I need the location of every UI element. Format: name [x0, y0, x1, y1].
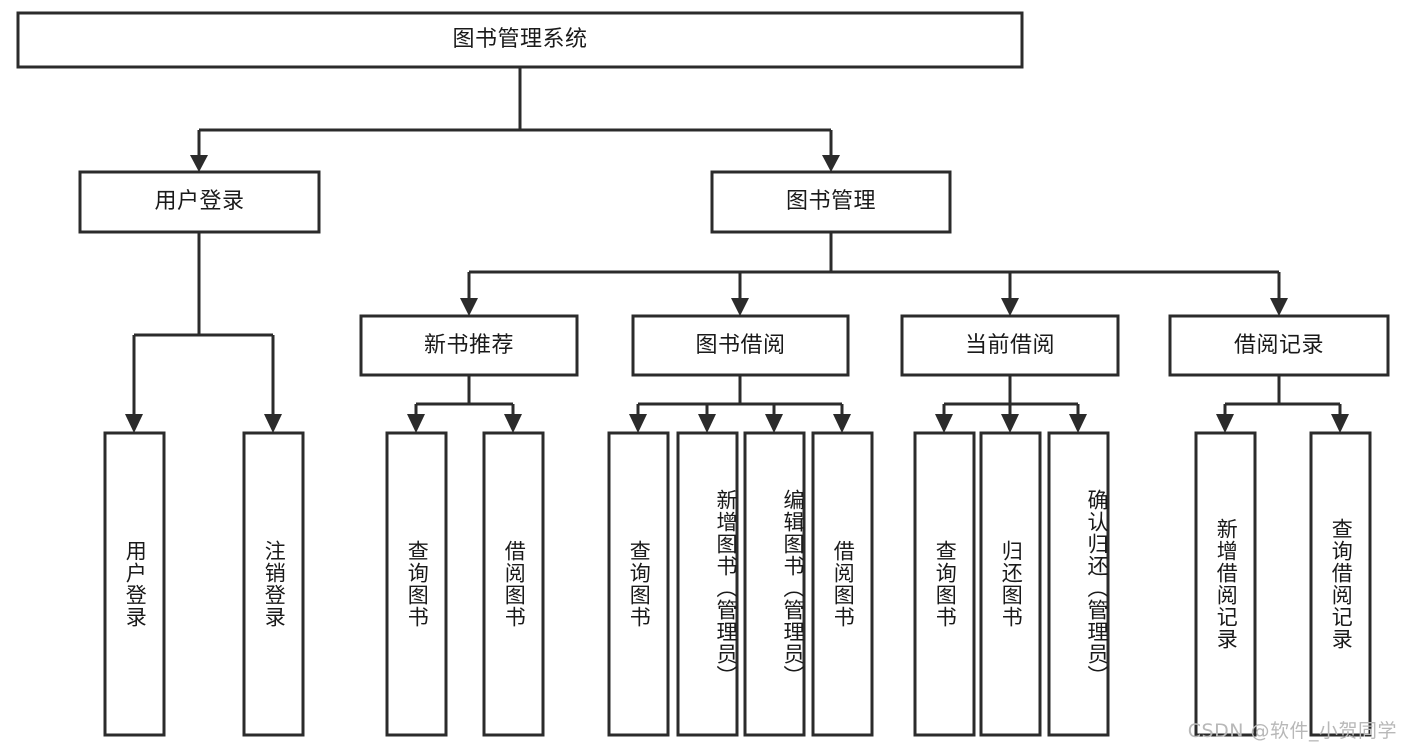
arrowhead-leaf-query-book-1 — [407, 414, 425, 433]
arrowhead-user-login — [190, 155, 208, 172]
node-box-leaf-edit-book[interactable] — [743, 431, 806, 737]
arrowhead-leaf-borrow-book-1 — [504, 414, 522, 433]
arrowhead-new-book-recommend — [460, 298, 478, 316]
node-box-leaf-query-book-2[interactable] — [607, 431, 670, 737]
arrowhead-current-borrow — [1001, 298, 1019, 316]
arrowhead-leaf-logout-login — [264, 414, 282, 433]
node-box-leaf-borrow-book-1[interactable] — [482, 431, 545, 737]
node-box-leaf-query-book-3[interactable] — [913, 431, 976, 737]
arrowhead-leaf-borrow-book-2 — [833, 414, 851, 433]
arrowhead-borrow-record — [1270, 298, 1288, 316]
node-box-book-borrow[interactable] — [631, 314, 850, 377]
arrowhead-leaf-add-borrow-record — [1216, 414, 1234, 433]
node-box-leaf-user-login[interactable] — [103, 431, 166, 737]
node-box-user-login[interactable] — [78, 170, 321, 234]
arrowhead-leaf-add-book — [698, 414, 716, 433]
arrowhead-leaf-query-book-3 — [935, 414, 953, 433]
arrowhead-book-manage — [822, 155, 840, 172]
node-box-leaf-borrow-book-2[interactable] — [811, 431, 874, 737]
arrowhead-leaf-query-book-2 — [629, 414, 647, 433]
node-box-leaf-confirm-return[interactable] — [1047, 431, 1110, 737]
node-box-current-borrow[interactable] — [900, 314, 1120, 377]
node-box-title[interactable] — [16, 11, 1024, 69]
node-box-book-manage[interactable] — [710, 170, 952, 234]
arrowhead-leaf-edit-book — [765, 414, 783, 433]
node-box-leaf-add-book[interactable] — [676, 431, 739, 737]
node-box-leaf-return-book[interactable] — [979, 431, 1042, 737]
node-box-leaf-add-borrow-record[interactable] — [1194, 431, 1257, 737]
node-box-borrow-record[interactable] — [1168, 314, 1390, 377]
arrowhead-leaf-user-login — [125, 414, 143, 433]
arrowhead-leaf-confirm-return — [1069, 414, 1087, 433]
node-box-leaf-query-borrow-record[interactable] — [1309, 431, 1372, 737]
node-box-leaf-logout-login[interactable] — [242, 431, 305, 737]
arrowhead-book-borrow — [731, 298, 749, 316]
arrowhead-leaf-return-book — [1001, 414, 1019, 433]
arrowhead-leaf-query-borrow-record — [1331, 414, 1349, 433]
node-box-leaf-query-book-1[interactable] — [385, 431, 448, 737]
node-box-new-book-recommend[interactable] — [359, 314, 579, 377]
